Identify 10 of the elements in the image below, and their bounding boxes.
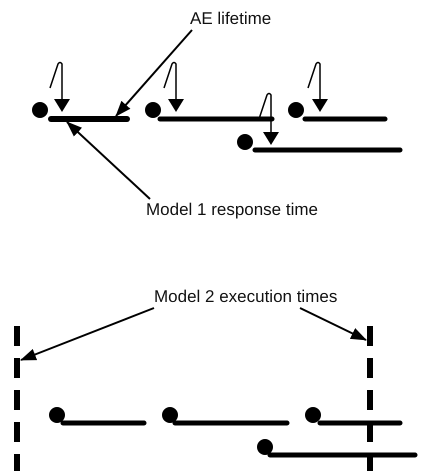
- lifetime-bar: [48, 116, 130, 122]
- arrow: [20, 307, 154, 361]
- arrow: [66, 121, 151, 200]
- callout-text: Model 1 response time: [146, 199, 362, 221]
- arrow: [300, 307, 367, 341]
- dashed-line: [13, 326, 21, 471]
- callout-text: Model 2 execution times: [154, 286, 438, 308]
- callout-text: AE lifetime: [190, 8, 300, 30]
- dashed-line: [366, 326, 374, 471]
- arrow: [115, 29, 193, 117]
